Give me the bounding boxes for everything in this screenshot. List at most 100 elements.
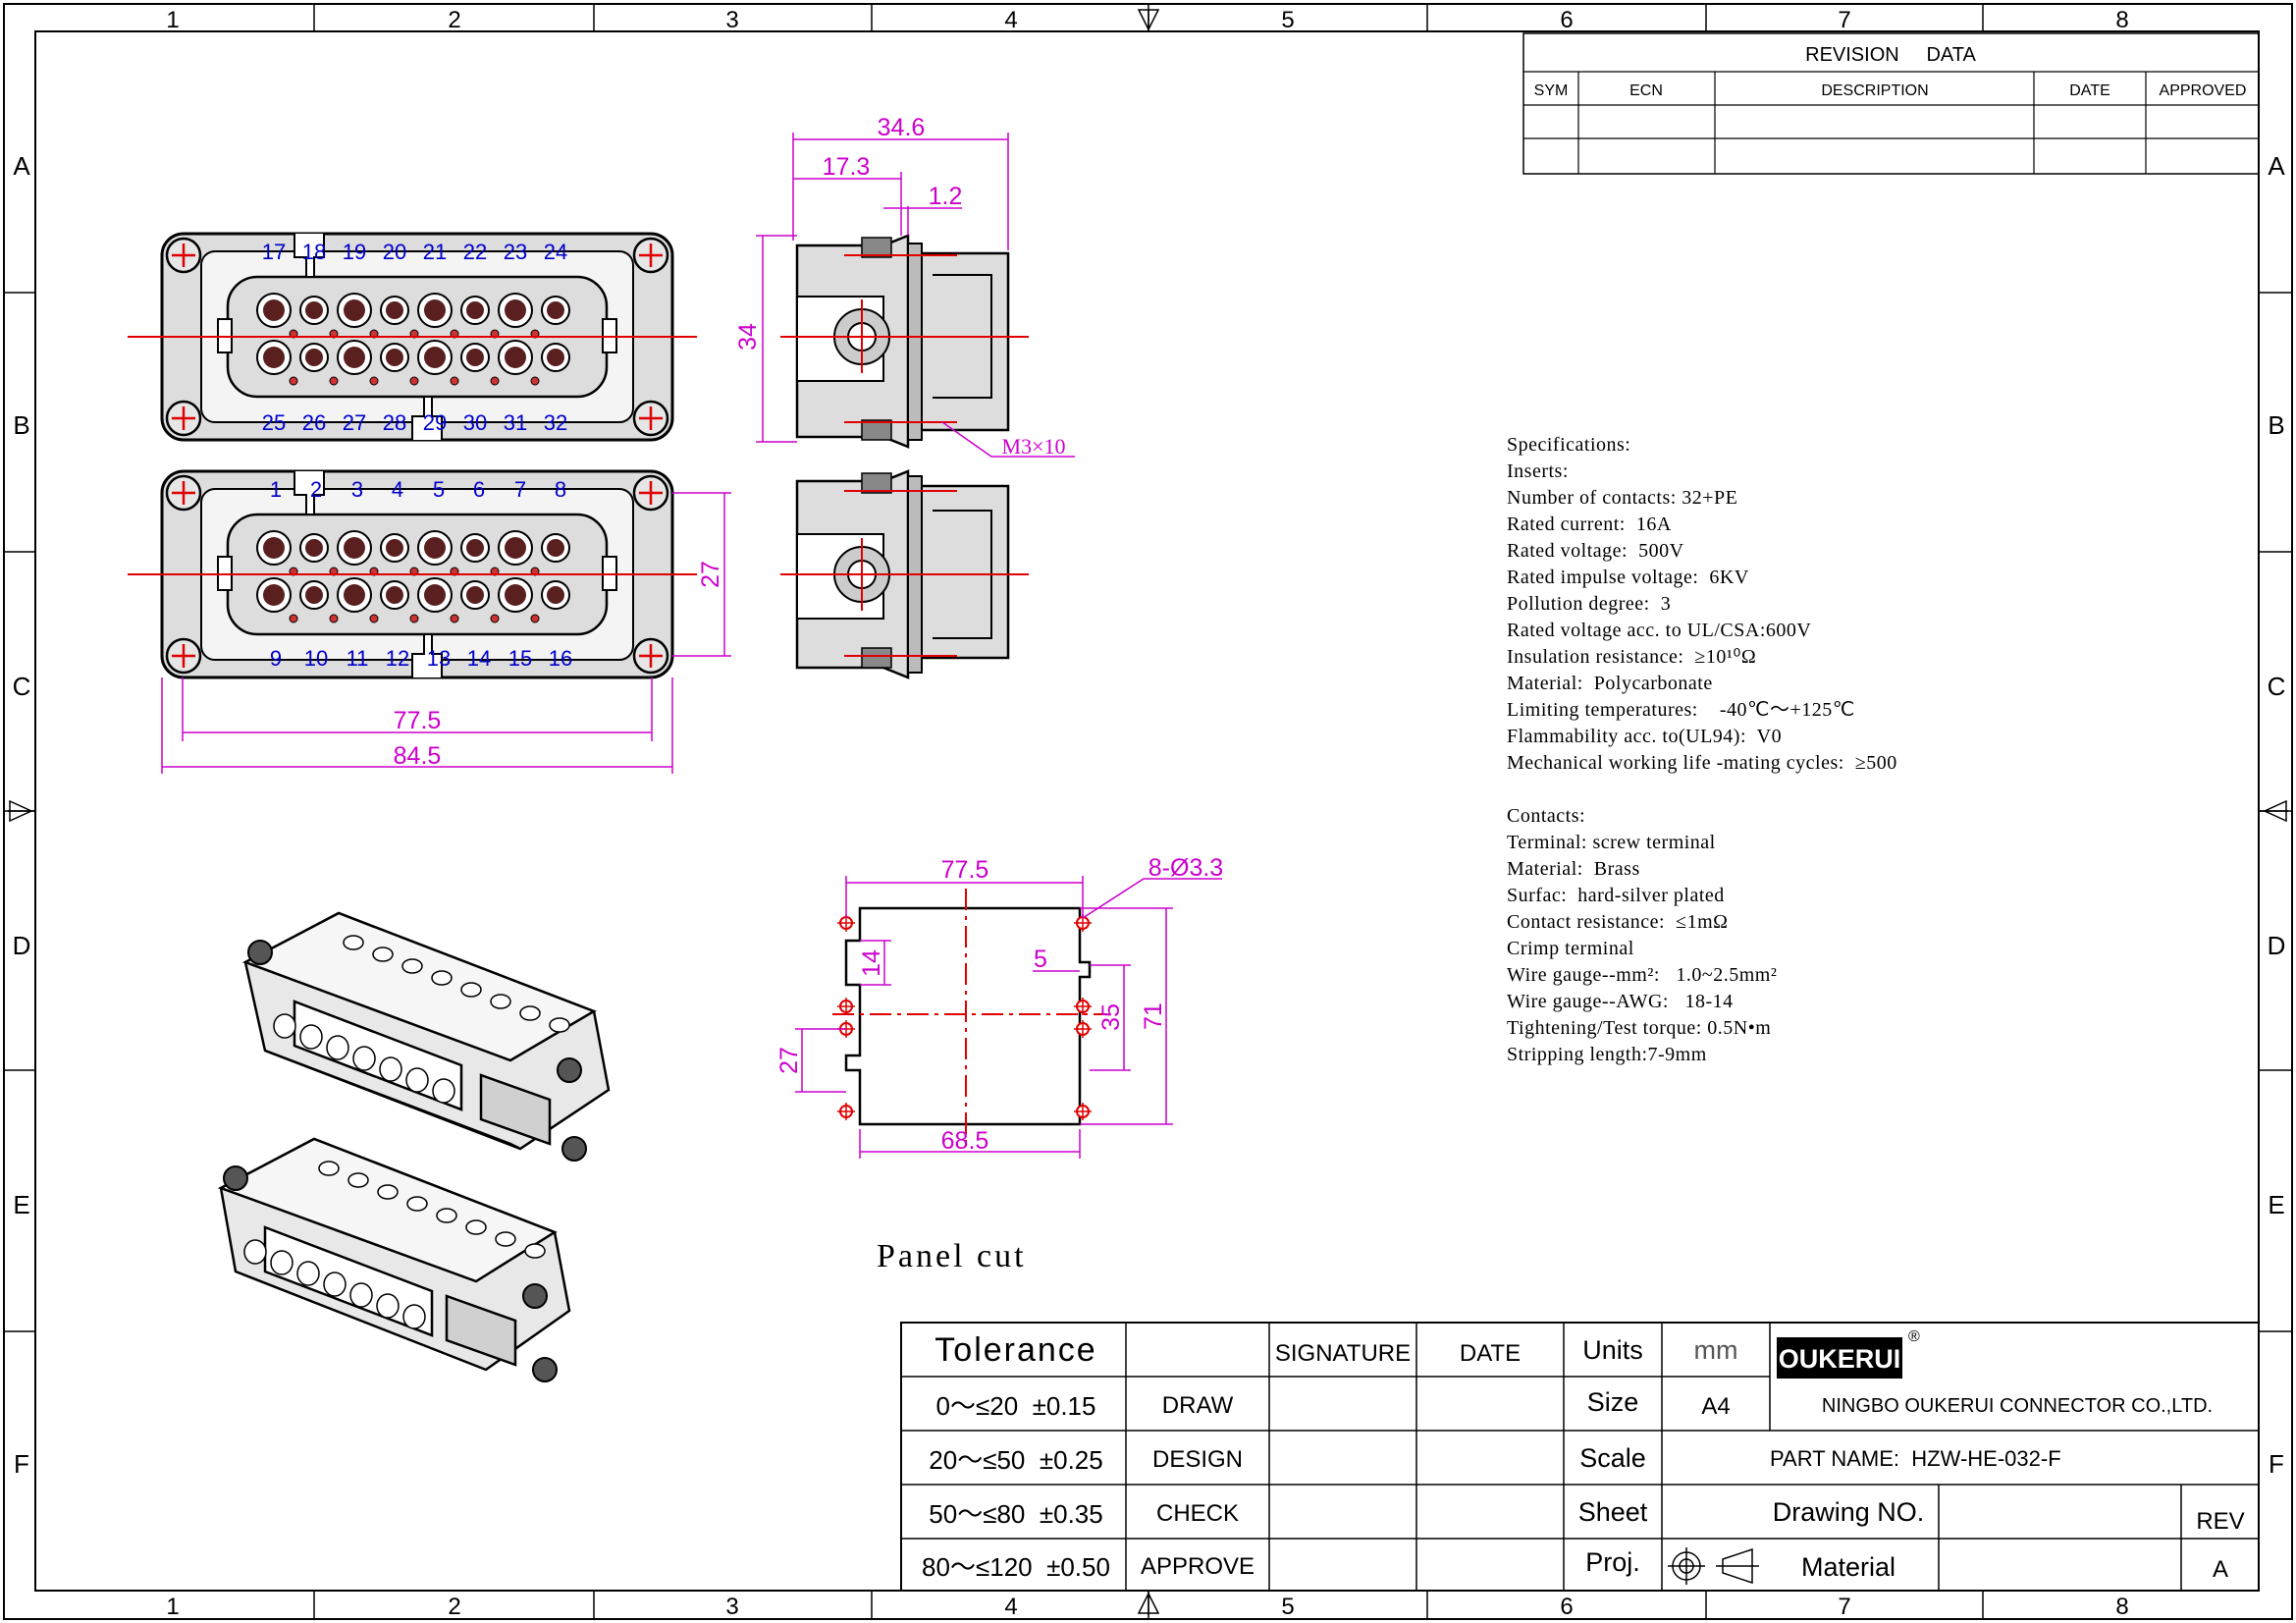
contact [386,301,403,319]
pe-dot [329,376,339,386]
iso-hole [377,1184,399,1200]
part-name: PART NAME: HZW-HE-032-F [1770,1446,2061,1471]
panel-dim-77-5: 77.5 [941,856,989,884]
col-label: 8 [2115,1594,2128,1620]
pin-label: 28 [383,410,406,435]
pin-label: 24 [544,240,567,264]
contact-line: Terminal: screw terminal [1507,832,1716,853]
contact [547,301,564,319]
spec-line: Rated current: 16A [1507,514,1672,535]
pin-label: 10 [304,646,328,671]
pin-label: 20 [383,240,406,264]
pin-label: 4 [392,477,403,502]
iso-hole [296,1261,320,1286]
rev-header-sym: SYM [1534,82,1569,99]
pe-dot [289,376,298,386]
title-block-text: Tolerance SIGNATURE DATE Units mm Size A… [922,1331,2245,1583]
contact [505,299,526,321]
col-label: 1 [166,1594,179,1620]
contact [424,299,446,321]
spec-line: Pollution degree: 3 [1507,593,1672,615]
iso-hole [405,1067,429,1093]
material-label: Material [1801,1552,1896,1582]
spec-line: Specifications: [1507,434,1631,456]
rev-header-ecn: ECN [1629,82,1663,99]
col-label: 7 [1838,7,1850,33]
row-label: A [13,151,30,181]
pe-dot [369,376,379,386]
contact [344,347,365,368]
mounting-screws [165,237,669,675]
centering-marks [8,9,2288,1615]
spec-line: Insulation resistance: ≥10¹⁰Ω [1507,646,1757,668]
pin-label: 11 [347,646,369,671]
side-view-dimensions [756,133,1075,458]
contact [466,301,484,319]
contact [386,586,403,604]
pin-label: 29 [423,410,447,435]
spec-line: Limiting temperatures: -40℃～+125℃ [1507,699,1855,721]
tol-row-role: DRAW [1162,1392,1234,1419]
iso-hole [431,970,453,986]
pe-dot [369,614,379,623]
rev-value: A [2213,1556,2228,1583]
iso-hole [406,1196,428,1212]
side-view-lower [780,469,1029,679]
row-label: F [14,1449,29,1479]
col-label: 4 [1004,7,1017,33]
col-label: 1 [166,7,179,33]
iso-hole [270,1250,294,1275]
units-value: mm [1694,1335,1738,1365]
contact [344,537,365,559]
iso-screw [522,1283,548,1309]
contact [263,537,285,559]
row-label: E [2268,1190,2284,1219]
pin-label: 30 [463,410,487,435]
signature-label: SIGNATURE [1275,1340,1411,1367]
iso-screw [561,1136,587,1162]
center-lines-front [128,336,697,575]
pin-label: 9 [270,646,282,671]
tol-row-range: 0～≤20 ±0.15 [936,1391,1096,1421]
panel-dim-68-5: 68.5 [941,1127,989,1155]
proj-label: Proj. [1585,1547,1640,1577]
pin-label: 1 [270,477,282,502]
tol-row-range: 20～≤50 ±0.25 [929,1445,1102,1475]
tol-row-role: CHECK [1156,1500,1239,1527]
row-label: B [2268,410,2284,440]
contact [466,349,484,366]
contact-line: Material: Brass [1507,858,1640,880]
revision-title: REVISION DATA [1805,44,1976,66]
pin-label: 16 [549,646,572,671]
dim-1-2: 1.2 [929,183,963,210]
contact-line: Wire gauge--mm²: 1.0~2.5mm² [1507,964,1778,986]
row-label: F [2269,1449,2284,1479]
iso-hole [243,1239,267,1265]
spec-line: Rated impulse voltage: 6KV [1507,567,1749,588]
pin-label: 31 [504,410,527,435]
contact-line: Contact resistance: ≤1mΩ [1507,911,1729,933]
col-label: 5 [1281,7,1294,33]
iso-hole [402,1304,426,1329]
dim-m3: M3×10 [1002,434,1066,459]
pin-label: 27 [343,410,366,435]
row-labels-left: A B C D E F [13,151,31,1479]
pin-label: 12 [386,646,409,671]
contact-line: Crimp terminal [1507,938,1634,959]
contact [547,349,564,366]
pin-label: 8 [555,477,566,502]
iso-hole [432,1078,455,1104]
sheet-label: Sheet [1578,1497,1648,1527]
isometric-view-lower [217,1137,571,1372]
row-label: D [13,931,31,960]
iso-hole [549,1017,570,1033]
spec-line: Number of contacts: 32+PE [1507,487,1738,509]
iso-screw [532,1357,558,1382]
contact [263,299,285,321]
contact [305,586,323,604]
units-label: Units [1582,1335,1643,1365]
pe-dot [530,614,540,623]
panel-dim-5: 5 [1034,946,1047,973]
iso-screw [247,940,273,965]
row-label: A [2268,151,2285,181]
